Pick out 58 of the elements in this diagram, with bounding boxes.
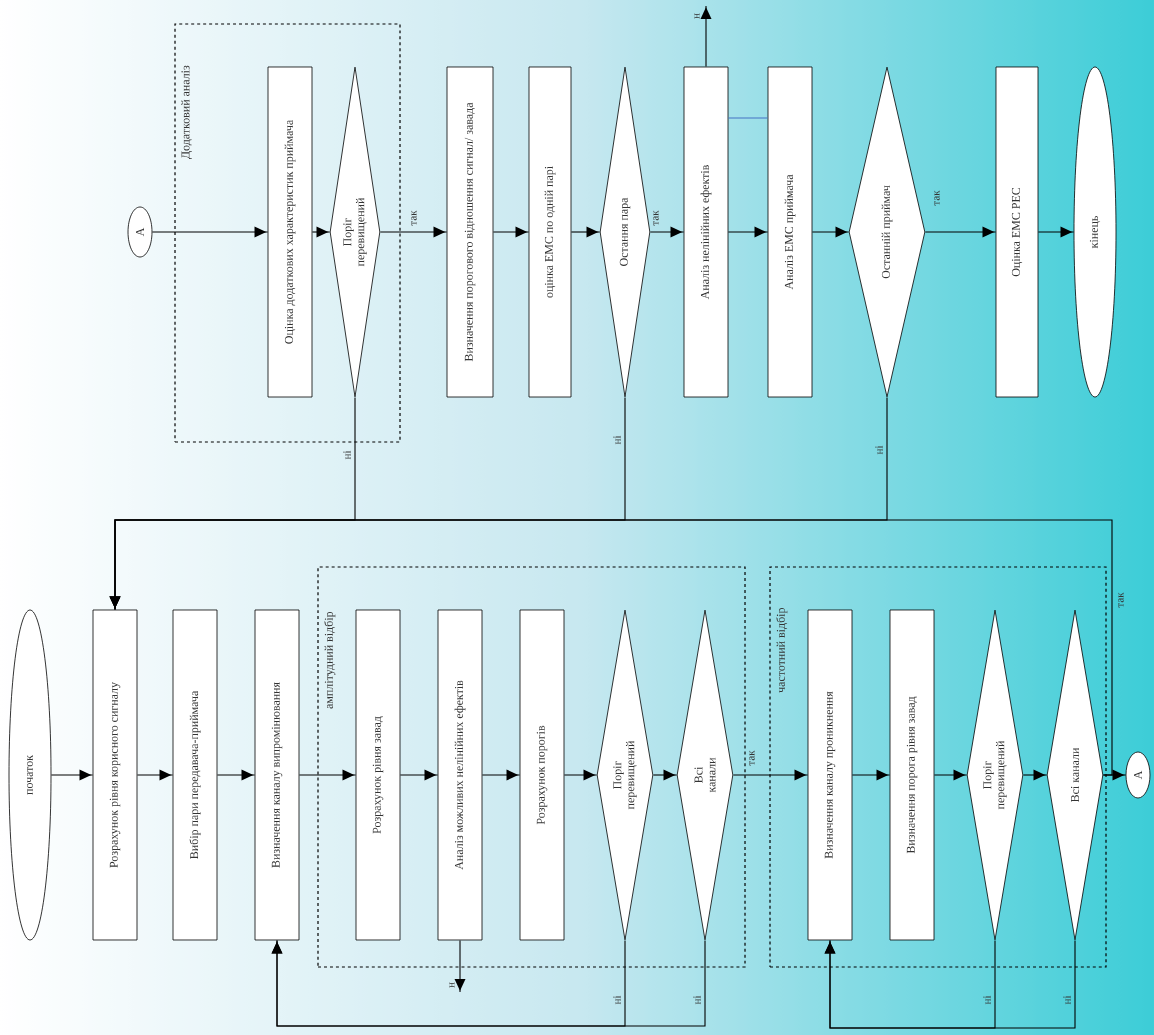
arrow (652, 769, 678, 781)
edge-label: так (653, 210, 659, 226)
arrow (727, 226, 769, 238)
arrow (570, 226, 601, 238)
edge-label: н (449, 982, 455, 988)
arrow (563, 769, 598, 781)
arrow (481, 769, 521, 781)
edge-label: так (934, 190, 940, 206)
arrow (1037, 226, 1075, 238)
arrow (311, 226, 331, 238)
arrow (298, 769, 357, 781)
process-box: Визначення каналу випромінювання (254, 609, 300, 941)
process-box: Визначення порога рівня завад (889, 609, 935, 941)
process-box: Визначення порогового відношення сигнал/ завада (446, 66, 494, 398)
process-box: Розрахунок порогів (519, 609, 565, 941)
process-box: Аналіз нелінійних ефектів (683, 66, 729, 398)
arrow (399, 769, 439, 781)
arrow (924, 226, 997, 238)
group-heading: Додатковий аналіз (181, 65, 192, 160)
arrow (136, 769, 174, 781)
process-box: Аналіз ЕМС приймача (767, 66, 813, 398)
process-box: Розрахунок рівня корисного сигналу (92, 609, 138, 941)
arrow (379, 226, 448, 238)
process-box: оцінка ЕМС по одній парі (528, 66, 572, 398)
process-box: Розрахунок рівня завад (355, 609, 401, 941)
edge-label: так (749, 750, 755, 766)
arrow (109, 396, 888, 611)
edge-label: ні (875, 445, 883, 455)
arrow (700, 5, 712, 68)
edge-label: ні (613, 995, 621, 1005)
arrow (824, 939, 1076, 1029)
arrow (732, 769, 809, 781)
edge-label: ні (343, 450, 351, 460)
arrow (216, 769, 256, 781)
arrow (50, 769, 94, 781)
arrow (492, 226, 530, 238)
edge-label: так (411, 210, 417, 226)
arrow (151, 226, 269, 238)
process-box: Визначення каналу проникнення (807, 609, 853, 941)
arrow (851, 769, 891, 781)
arrow (1022, 769, 1048, 781)
process-box: Оцінка ЕМС РЕС (995, 66, 1039, 398)
arrow (454, 939, 466, 993)
arrow (271, 939, 706, 1027)
arrow (649, 226, 685, 238)
arrow (811, 226, 850, 238)
group-heading: амплітудний відбір (324, 611, 336, 709)
edge-label: ні (613, 435, 621, 445)
edge-label: н (694, 13, 700, 19)
edge-label: ні (983, 995, 991, 1005)
process-box: Аналіз можливих нелінійних ефектів (437, 609, 483, 941)
process-box: Оцінка додаткових характеристик приймача (267, 66, 313, 398)
edge-label: ні (693, 995, 701, 1005)
group-heading: частотний відбір (776, 608, 788, 693)
process-box: Вибір пари передавача-приймача (172, 609, 218, 941)
edge-label: ні (1063, 995, 1071, 1005)
edge-label: так (1118, 592, 1124, 608)
arrow (933, 769, 968, 781)
